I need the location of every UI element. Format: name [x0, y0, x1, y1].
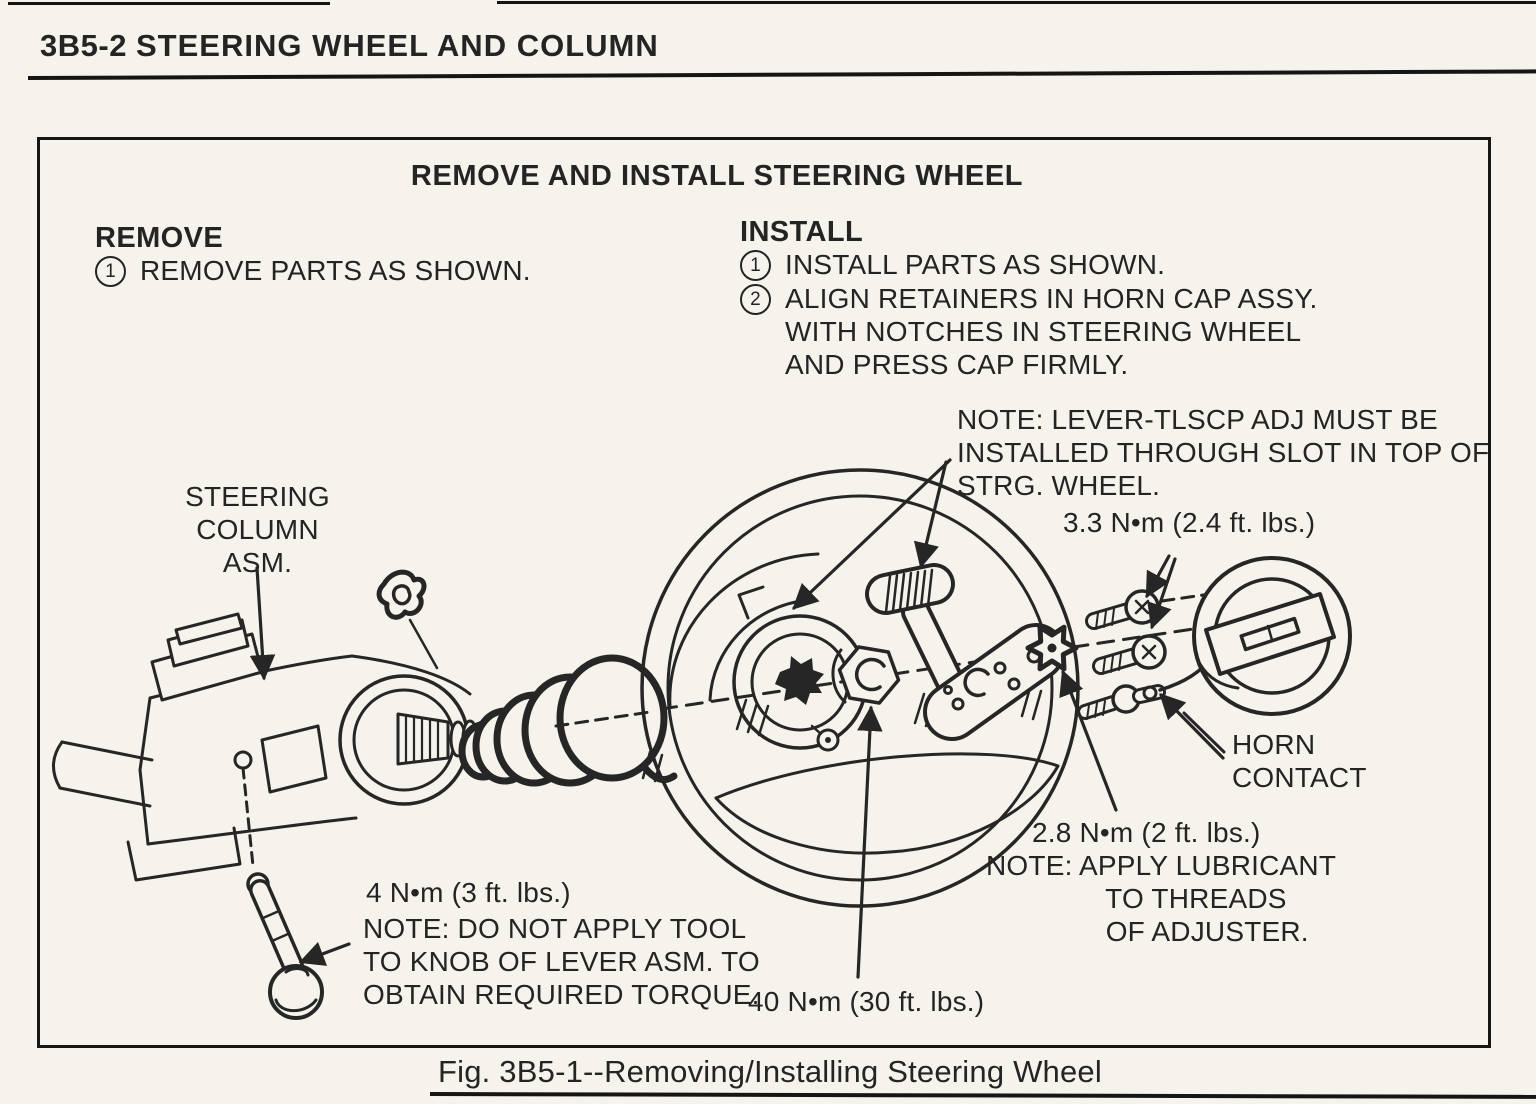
coil-spring-illustration	[458, 654, 678, 787]
arrow-note-lever-slot	[792, 458, 952, 610]
label-note-lever-tlscp: NOTE: LEVER-TLSCP ADJ MUST BE INSTALLED …	[957, 404, 1490, 501]
install-step-1-text: INSTALL PARTS AS SHOWN.	[785, 249, 1166, 280]
install-step-2-text: ALIGN RETAINERS IN HORN CAP ASSY. WITH N…	[785, 283, 1318, 380]
scan-top-line-left	[8, 2, 330, 5]
horn-contact-illustration	[1077, 654, 1216, 720]
lever-asm-illustration	[241, 766, 324, 1020]
figure-border	[37, 137, 1491, 1048]
remove-step-1: 1 REMOVE PARTS AS SHOWN.	[95, 254, 531, 287]
tlscp-adjust-lever-illustration	[865, 563, 1065, 741]
page-number: 3B5-2	[40, 28, 127, 63]
splined-bore	[775, 656, 824, 705]
label-torque-40: 40 N•m (30 ft. lbs.)	[748, 986, 985, 1017]
steering-wheel-illustration	[640, 468, 1080, 908]
label-note-lubricant: NOTE: APPLY LUBRICANT TO THREADS OF ADJU…	[986, 850, 1337, 947]
label-torque-4: 4 N•m (3 ft. lbs.)	[366, 877, 571, 908]
label-torque-2-8: 2.8 N•m (2 ft. lbs.)	[1032, 817, 1261, 848]
arrow-horn-contact	[1159, 693, 1225, 760]
arrow-torque-nut	[856, 705, 883, 979]
label-steering-column-asm: STEERING COLUMN ASM.	[185, 481, 330, 578]
steering-column-illustration	[52, 612, 519, 882]
install-step-1: 1 INSTALL PARTS AS SHOWN.	[740, 248, 1165, 281]
figure-title: REMOVE AND INSTALL STEERING WHEEL	[410, 160, 1024, 192]
label-note-tool: NOTE: DO NOT APPLY TOOL TO KNOB OF LEVER…	[363, 913, 760, 1010]
scan-top-line-right	[497, 1, 1536, 4]
horn-cap-illustration	[1192, 556, 1352, 716]
step-number-circle: 2	[740, 284, 771, 315]
label-torque-3-3: 3.3 N•m (2.4 ft. lbs.)	[1063, 507, 1316, 538]
remove-heading: REMOVE	[95, 222, 224, 254]
page-title: STEERING WHEEL AND COLUMN	[136, 28, 659, 63]
leader-horn-contact	[1182, 711, 1226, 754]
remove-step-1-text: REMOVE PARTS AS SHOWN.	[140, 255, 531, 286]
arrow-torque-screw-2	[1147, 557, 1177, 630]
install-step-2: 2 ALIGN RETAINERS IN HORN CAP ASSY. WITH…	[740, 282, 1333, 381]
leader-arrows	[249, 458, 1226, 979]
arrow-steering-column	[249, 566, 276, 681]
label-horn-contact: HORN CONTACT	[1232, 729, 1367, 793]
arrow-torque-adjuster	[1059, 669, 1118, 812]
bowtie-emblem	[1239, 616, 1301, 652]
horn-cap-screws-illustration	[1085, 589, 1167, 675]
arrow-note-lever-knob	[913, 460, 948, 569]
retainer-clip-illustration	[376, 569, 439, 670]
knurled-knob	[884, 568, 934, 614]
install-heading: INSTALL	[740, 216, 864, 248]
step-number-circle: 1	[740, 250, 771, 281]
arrow-note-tool	[298, 941, 351, 966]
adjuster-star-illustration	[1025, 624, 1079, 672]
figure-caption: Fig. 3B5-1--Removing/Installing Steering…	[438, 1054, 1102, 1089]
step-number-circle: 1	[95, 256, 126, 287]
shaft-nut-illustration	[831, 645, 901, 705]
arrow-torque-screw-1	[1145, 554, 1171, 599]
